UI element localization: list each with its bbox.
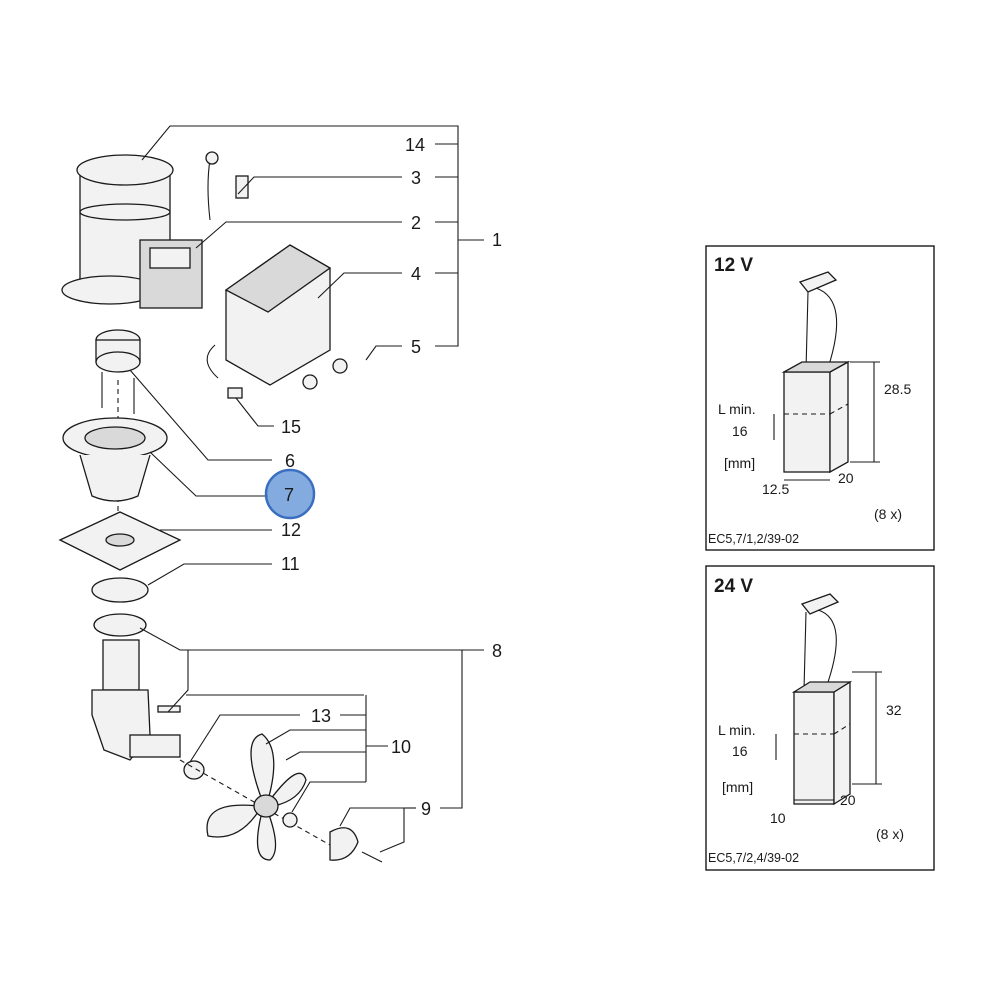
blade-left: [206, 804, 259, 838]
anode-screw: [361, 851, 383, 863]
panel-24v-quantity: (8 x): [876, 826, 904, 842]
callout-7: 7: [284, 485, 294, 505]
panel-12v-width: 20: [838, 470, 854, 486]
propeller-hub: [253, 794, 279, 818]
motor-vent-band: [79, 203, 171, 221]
panel-24v-height: 32: [886, 702, 902, 718]
panel-12v: 12 V 28.5 L min. 16 [mm] 20 12.5 (8 x) E…: [705, 245, 935, 551]
axis-line-lower: [179, 759, 331, 846]
panel-24v-title: 24 V: [714, 576, 753, 597]
callout-1: 1: [492, 230, 502, 250]
panel-24v-lmin-label: L min.: [718, 722, 756, 738]
callout-6: 6: [285, 451, 295, 471]
callout-15: 15: [281, 417, 301, 437]
cover-top: [224, 244, 332, 313]
panel-12v-depth: 12.5: [762, 481, 789, 497]
flange-cone: [79, 454, 151, 502]
screw-part-5-a: [332, 358, 348, 374]
panel-12v-title: 12 V: [714, 255, 753, 276]
cable-plug-14: [205, 151, 219, 165]
highlighted-callout-7[interactable]: 7: [264, 468, 316, 520]
panel-12v-unit: [mm]: [724, 455, 755, 471]
blade-right: [269, 772, 307, 807]
panel-24v-lmin-value: 16: [732, 743, 748, 759]
propeller-shaft: [129, 734, 181, 758]
blade-top: [250, 733, 275, 801]
ring-part-11: [91, 577, 149, 603]
coupling-and-bolts: [95, 329, 141, 560]
flange-bore: [84, 426, 146, 450]
callout-3: 3: [411, 168, 421, 188]
coupling-part-6-bottom: [95, 351, 141, 373]
panel-12v-lmin-value: 16: [732, 423, 748, 439]
callout-12: 12: [281, 520, 301, 540]
relay-contact: [149, 247, 191, 269]
callout-labels: 14 3 2 1 4 5 15 6 12 11 8 13 10 9: [281, 135, 502, 819]
gearleg-shaft: [102, 639, 140, 691]
panel-12v-quantity: (8 x): [874, 506, 902, 522]
brush-24v-icon: [791, 593, 853, 806]
motor-top-cap: [76, 154, 174, 186]
seal-part-13: [183, 760, 205, 780]
anode-cap: [329, 827, 359, 861]
washer: [282, 812, 298, 828]
propeller-part-10: [206, 733, 307, 861]
panel-24v: 24 V 32 L min. 16 [mm] 20 10 (8 x) EC5,7…: [705, 565, 935, 871]
pin-key: [157, 705, 181, 713]
mounting-flange-part-7: [62, 417, 168, 502]
callout-5: 5: [411, 337, 421, 357]
highlight-circle[interactable]: [264, 468, 316, 520]
fuse-part-15: [227, 387, 243, 399]
gasket-hole: [105, 533, 135, 547]
panel-24v-depth: 10: [770, 810, 786, 826]
anode-part-9: [329, 827, 383, 863]
callout-4: 4: [411, 264, 421, 284]
blade-bottom: [256, 811, 277, 861]
callout-14: 14: [405, 135, 425, 155]
cable-part-14: [207, 159, 211, 221]
leader-lines: [129, 125, 484, 853]
screw-part-5-b: [302, 374, 318, 390]
panel-24v-code: EC5,7/2,4/39-02: [708, 851, 799, 865]
callout-2: 2: [411, 213, 421, 233]
panel-12v-height: 28.5: [884, 381, 911, 397]
brush-12v-icon: [781, 271, 851, 474]
seal-ring: [93, 613, 147, 637]
panel-12v-lmin-label: L min.: [718, 401, 756, 417]
callout-11: 11: [281, 554, 300, 574]
gasket-part-12: [58, 511, 182, 571]
callout-9: 9: [421, 799, 431, 819]
callout-8: 8: [492, 641, 502, 661]
arrow-part-15: [206, 344, 219, 379]
panel-24v-width: 20: [840, 792, 856, 808]
panel-12v-code: EC5,7/1,2/39-02: [708, 532, 799, 546]
clip-part-3: [235, 175, 249, 199]
callout-13: 13: [311, 706, 331, 726]
gearleg-assembly: [91, 577, 331, 846]
motor-assembly: [61, 151, 348, 399]
callout-10: 10: [391, 737, 411, 757]
panel-24v-unit: [mm]: [722, 779, 753, 795]
